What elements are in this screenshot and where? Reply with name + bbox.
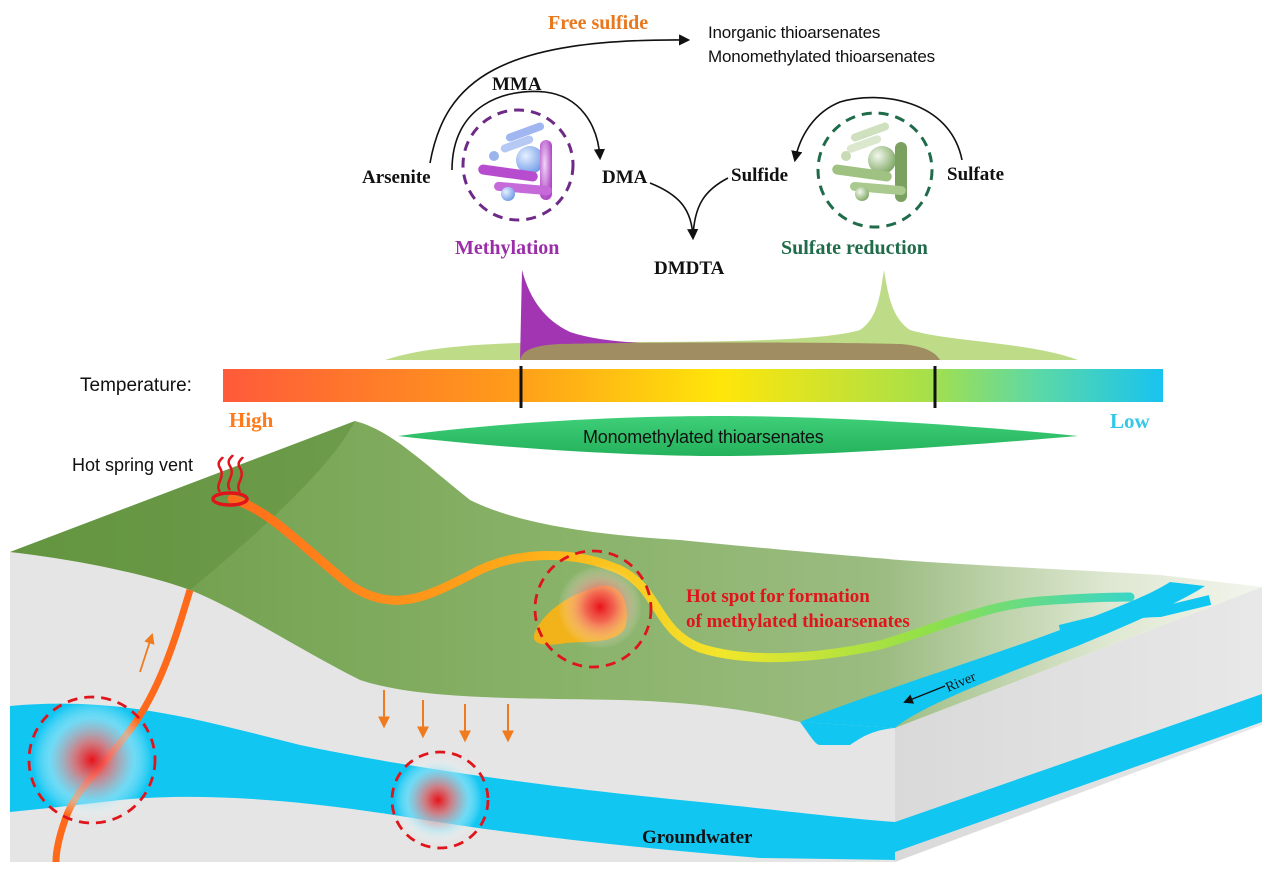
free-sulfide-arrow	[429, 34, 691, 164]
overlap-region	[520, 342, 940, 360]
temperature-low-label: Low	[1110, 409, 1151, 433]
sulfate-reduction-activity-curve	[385, 270, 1078, 360]
landscape-block: River Hot spring vent Hot spot for forma…	[10, 421, 1262, 863]
dma-label: DMA	[602, 167, 648, 188]
groundwater-side	[895, 694, 1262, 852]
dma-to-dmdta-arrow	[649, 182, 699, 241]
monomethylated-band-label: Monomethylated thioarsenates	[583, 427, 824, 447]
activity-distributions	[385, 270, 1078, 360]
sulfide-label: Sulfide	[731, 165, 788, 186]
sulfate-label: Sulfate	[947, 164, 1004, 185]
hill-ridge	[10, 421, 355, 590]
arsenite-label: Arsenite	[362, 167, 431, 188]
dmdta-label: DMDTA	[654, 258, 725, 279]
upflow-arrow	[139, 632, 155, 673]
sulfide-to-dmdta-arrow	[692, 177, 729, 239]
sulfate-reduction-arrow	[791, 96, 963, 163]
pathway-diagram: Free sulfide Inorganic thioarsenates Mon…	[362, 12, 1004, 279]
river-flow-arrow	[903, 685, 946, 704]
free-sulfide-label: Free sulfide	[548, 12, 648, 34]
surface-hot-spot	[533, 549, 653, 669]
methylation-activity-curve	[520, 270, 680, 360]
temperature-label: Temperature:	[80, 375, 192, 396]
groundwater-label: Groundwater	[642, 827, 753, 848]
hot-spot-label-line-1: Hot spot for formation	[686, 586, 870, 607]
groundwater-hot-spot-center	[390, 750, 490, 850]
groundwater-hot-spot-left	[27, 695, 157, 825]
hot-spot-label-line-2: of methylated thioarsenates	[686, 611, 910, 632]
temperature-scale: Temperature: High Low	[80, 366, 1163, 433]
sulfate-reduction-microbe-icon	[816, 111, 934, 229]
temperature-high-label: High	[229, 408, 274, 432]
monomethylated-band-shape	[398, 416, 1078, 456]
terrain-surface	[10, 421, 1262, 728]
infiltration-arrows	[378, 690, 514, 743]
mma-label: MMA	[492, 74, 542, 95]
product-monomethylated-thioarsenates: Monomethylated thioarsenates	[708, 47, 935, 66]
hot-spring-vent-icon	[211, 454, 249, 507]
hot-spring-vent-label: Hot spring vent	[72, 455, 193, 475]
hot-spring-stream	[227, 494, 1135, 663]
temperature-gradient-bar	[223, 369, 1163, 402]
river-channel-cut	[800, 722, 895, 745]
methylation-arrow	[451, 90, 606, 171]
methylation-label: Methylation	[455, 237, 559, 259]
product-inorganic-thioarsenates: Inorganic thioarsenates	[708, 23, 880, 42]
sulfate-reduction-label: Sulfate reduction	[781, 237, 928, 259]
methylation-microbe-icon	[461, 108, 575, 222]
river-tributary	[1058, 595, 1212, 635]
monomethylated-band: Monomethylated thioarsenates	[398, 416, 1078, 456]
